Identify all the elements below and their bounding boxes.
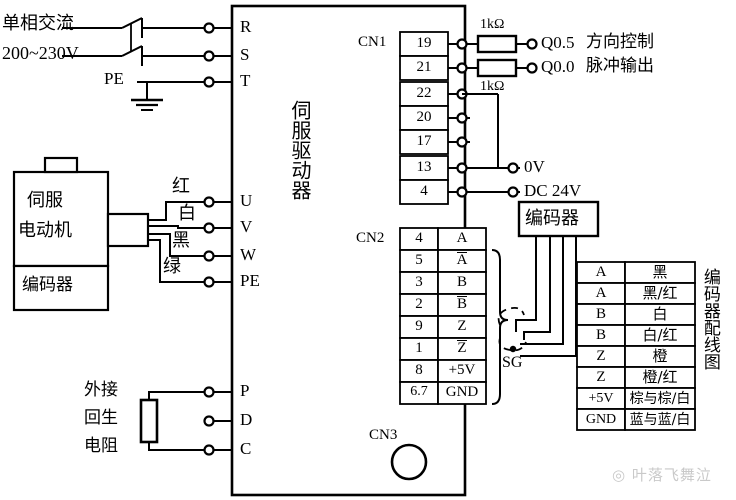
terminal-U: U [240, 191, 253, 210]
motor-top-stub [43, 156, 79, 174]
cn2-sig-7: GND [445, 384, 479, 400]
enc-sig-7: GND [585, 412, 617, 427]
cn2-sig-5: Z [457, 340, 467, 356]
power-source-label-line1: 单相交流 [2, 13, 74, 34]
enc-sig-6: +5V [588, 391, 614, 406]
motor-encoder-body [12, 264, 110, 312]
cn2-sig-4: Z [457, 318, 467, 334]
cn2-label: CN2 [356, 230, 385, 246]
wire-color-green: 绿 [163, 256, 181, 277]
enc-color-1: 黑/红 [642, 284, 678, 302]
wire-color-red: 红 [172, 176, 190, 197]
cn1-label: CN1 [358, 34, 387, 50]
cn2-pin-0: 4 [415, 230, 423, 246]
signal-dc24v: DC 24V [524, 181, 582, 200]
cn1-pin-13: 13 [416, 159, 432, 175]
cn2-pin-3: 2 [415, 296, 423, 312]
terminal-P: P [240, 381, 250, 400]
cn1-pin-4: 4 [420, 183, 428, 199]
cn2-pin-4: 9 [415, 318, 423, 334]
enc-sig-0: A [595, 264, 607, 280]
regen-label-line2: 回生 [84, 408, 118, 428]
terminal-V: V [240, 217, 253, 236]
watermark: ◎ 叶落飞舞泣 [612, 466, 712, 484]
enc-color-2: 白 [652, 305, 668, 323]
resistor-value-mid: 1kΩ [480, 79, 505, 94]
cn2-pin-7: 6.7 [410, 384, 428, 399]
cn1-terminal-strip [399, 31, 449, 205]
enc-sig-4: Z [596, 348, 606, 364]
terminal-PE: PE [240, 271, 260, 290]
terminal-T: T [240, 71, 251, 90]
regen-label-line3: 电阻 [84, 436, 118, 456]
encoder-table-title: 编码器配线图 [699, 268, 720, 370]
cn1-pin-17: 17 [416, 133, 432, 149]
enc-color-3: 白/红 [642, 326, 678, 344]
regen-label-line1: 外接 [84, 380, 118, 400]
cn3-label: CN3 [369, 427, 398, 443]
cn2-sig-0: A [456, 230, 468, 246]
terminal-D: D [240, 410, 253, 429]
encoder-box [517, 200, 600, 238]
cn2-pin-6: 8 [415, 362, 423, 378]
enc-sig-5: Z [596, 369, 606, 385]
regen-resistor-symbol [139, 398, 159, 444]
terminal-C: C [240, 439, 252, 458]
cn2-pin-5: 1 [415, 340, 423, 356]
enc-sig-2: B [595, 306, 606, 322]
cn2-pin-1: 5 [415, 252, 423, 268]
cn2-sig-6: +5V [448, 362, 476, 378]
encoder-box-label: 编码器 [525, 208, 579, 229]
shield-ground-label: SG [502, 354, 523, 371]
wire-color-white: 白 [178, 203, 196, 224]
motor-label-line1: 伺服 [27, 190, 63, 211]
encoder-table-grid [576, 261, 696, 431]
enc-color-6: 棕与棕/白 [629, 391, 691, 407]
cn1-pin-21: 21 [416, 59, 432, 75]
terminal-W: W [240, 245, 257, 264]
cn2-sig-1: A [456, 252, 468, 268]
motor-connector [106, 212, 150, 248]
enc-sig-3: B [595, 327, 606, 343]
signal-0v: 0V [524, 157, 545, 176]
motor-body [12, 170, 110, 268]
cn2-pin-2: 3 [415, 274, 423, 290]
cn2-sig-3: B [456, 296, 468, 312]
signal-q00: Q0.0 [541, 57, 575, 76]
signal-q05: Q0.5 [541, 33, 575, 52]
wire-color-black: 黑 [172, 230, 190, 251]
power-source-label-line2: 200~230V [2, 43, 79, 63]
signal-q05-desc: 方向控制 [586, 32, 654, 52]
cn1-pin-19: 19 [416, 35, 432, 51]
servo-drive-title: 伺服驱动器 [288, 100, 312, 200]
enc-sig-1: A [595, 285, 607, 301]
pe-label: PE [104, 69, 124, 88]
enc-color-0: 黑 [652, 263, 668, 281]
enc-color-4: 橙 [652, 347, 668, 365]
motor-encoder-label: 编码器 [22, 275, 73, 295]
enc-color-7: 蓝与蓝/白 [629, 412, 691, 428]
cn1-pin-22: 22 [416, 85, 432, 101]
motor-label-line2: 电动机 [18, 220, 72, 241]
terminal-S: S [240, 45, 250, 64]
resistor-value-top: 1kΩ [480, 17, 505, 32]
cn2-terminal-strip [399, 227, 487, 405]
enc-color-5: 橙/红 [642, 368, 678, 386]
cn2-sig-2: B [456, 274, 467, 290]
cn3-connector-circle [390, 443, 428, 481]
terminal-R: R [240, 17, 252, 36]
cn1-pin-20: 20 [416, 109, 432, 125]
signal-q00-desc: 脉冲输出 [586, 56, 654, 76]
